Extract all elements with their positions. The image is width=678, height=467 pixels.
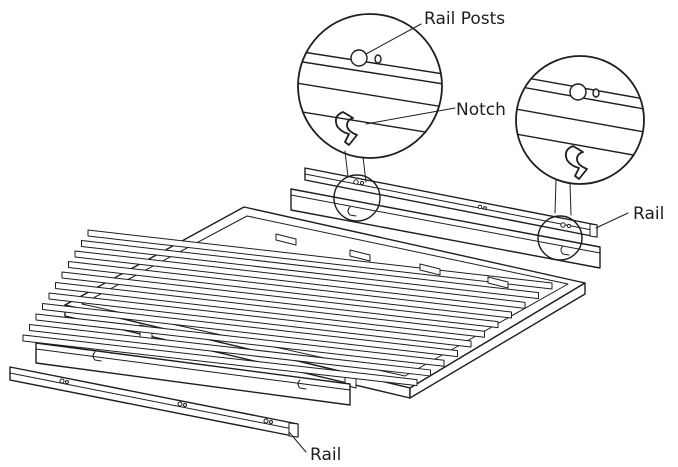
slat <box>35 313 445 367</box>
slat <box>22 334 418 387</box>
slat <box>81 240 539 300</box>
back-rail <box>304 167 598 238</box>
slat <box>48 292 472 348</box>
rail-post-small-left <box>374 54 382 64</box>
back-board <box>290 188 601 269</box>
slat <box>55 282 485 338</box>
front-board <box>35 342 351 406</box>
rail-post-small-right <box>592 88 600 98</box>
slat <box>68 261 512 319</box>
left-detail-ring <box>333 174 381 222</box>
rail-posts-label: Rail Posts <box>424 9 505 29</box>
notch-label: Notch <box>456 100 506 120</box>
rail-post-large-left <box>350 49 368 67</box>
slats <box>22 229 553 387</box>
front-rail <box>9 366 299 438</box>
slat <box>74 250 526 309</box>
rail-post-large-right <box>569 83 587 101</box>
slat <box>42 303 458 358</box>
right-magnifier <box>515 55 645 216</box>
left-magnifier <box>297 13 443 183</box>
slat <box>61 271 499 329</box>
rail-right-label: Rail <box>633 204 664 224</box>
slat <box>29 324 431 377</box>
leader-lines <box>288 23 629 453</box>
rail-bottom-label: Rail <box>310 445 341 465</box>
right-detail-ring <box>537 215 583 261</box>
